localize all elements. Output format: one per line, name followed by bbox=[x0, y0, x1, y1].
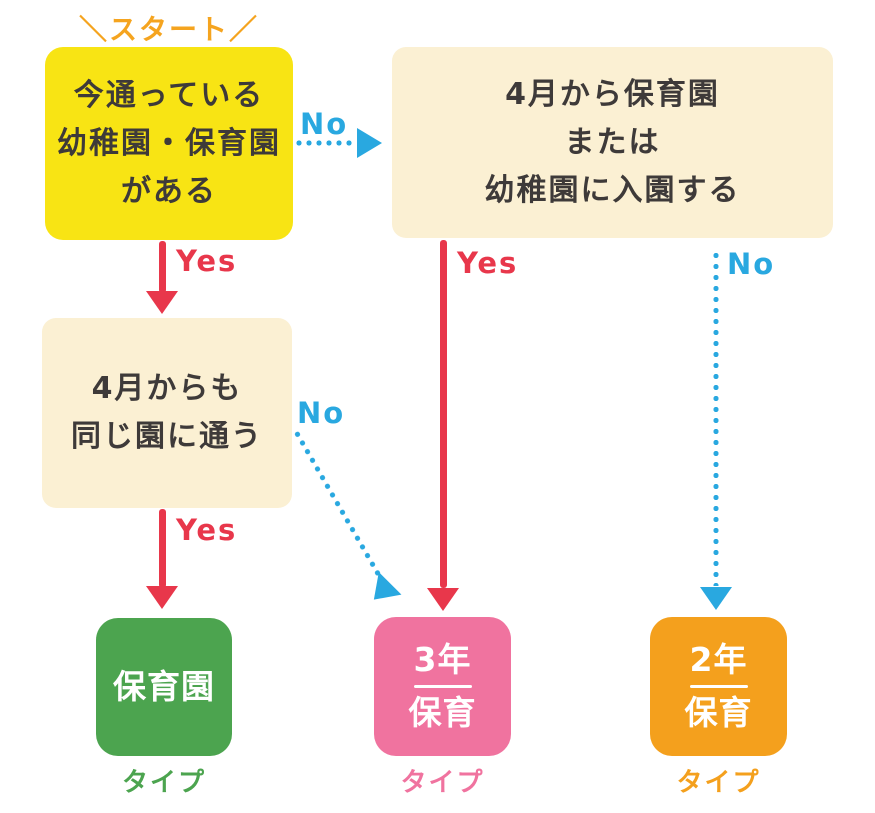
start-label: ＼スタート／ bbox=[78, 13, 259, 46]
question-current-kindergarten: 今通っている 幼稚園・保育園 がある bbox=[45, 47, 293, 240]
q3-no-label: No bbox=[297, 396, 346, 430]
question-text-line: 幼稚園・保育園 bbox=[57, 125, 281, 161]
q2-yes-label: Yes bbox=[457, 246, 519, 280]
q3-no-arrow-line bbox=[292, 428, 390, 590]
q2-yes-arrowhead-icon bbox=[427, 588, 459, 611]
type-label-3year: タイプ bbox=[400, 768, 485, 798]
q3-yes-label: Yes bbox=[176, 513, 238, 547]
question-text-line: 4月からも bbox=[91, 371, 243, 406]
question-text-line: または bbox=[564, 124, 661, 160]
q1-yes-label: Yes bbox=[176, 244, 238, 278]
q1-no-label: No bbox=[300, 107, 349, 141]
question-text-line: 同じ園に通う bbox=[71, 419, 263, 454]
result-hoikuen-type: 保育園 bbox=[96, 618, 232, 756]
result-2year-type: 2年 保育 bbox=[650, 617, 787, 756]
question-text-line: 幼稚園に入園する bbox=[484, 172, 741, 208]
result-label: 保育園 bbox=[113, 667, 215, 706]
result-3year-type: 3年 保育 bbox=[374, 617, 511, 756]
question-text-line: 今通っている bbox=[73, 77, 265, 113]
q2-no-arrow-line bbox=[713, 250, 719, 586]
question-text-line: がある bbox=[121, 173, 217, 209]
result-label-top: 3年 bbox=[413, 640, 472, 679]
type-label-hoikuen: タイプ bbox=[121, 768, 206, 798]
q2-yes-arrow-line bbox=[440, 240, 447, 588]
q3-yes-arrowhead-icon bbox=[146, 586, 178, 609]
result-label-top: 2年 bbox=[689, 640, 748, 679]
question-enroll-in-april: 4月から保育園 または 幼稚園に入園する bbox=[392, 47, 833, 238]
q1-no-arrowhead-icon bbox=[357, 128, 382, 158]
q1-no-arrow-line bbox=[294, 140, 356, 146]
q1-yes-arrowhead-icon bbox=[146, 291, 178, 314]
question-text-line: 4月から保育園 bbox=[505, 76, 720, 112]
type-label-2year: タイプ bbox=[676, 768, 761, 798]
q1-yes-arrow-line bbox=[159, 241, 166, 293]
q2-no-label: No bbox=[727, 247, 776, 281]
question-same-kindergarten-from-april: 4月からも 同じ園に通う bbox=[42, 318, 292, 508]
result-label-bottom: 保育 bbox=[408, 693, 477, 732]
q2-no-arrowhead-icon bbox=[700, 587, 732, 610]
q3-no-arrowhead-icon bbox=[362, 572, 402, 611]
q3-yes-arrow-line bbox=[159, 509, 166, 588]
fraction-divider bbox=[689, 685, 748, 688]
fraction-divider bbox=[413, 685, 472, 688]
result-label-bottom: 保育 bbox=[684, 693, 753, 732]
